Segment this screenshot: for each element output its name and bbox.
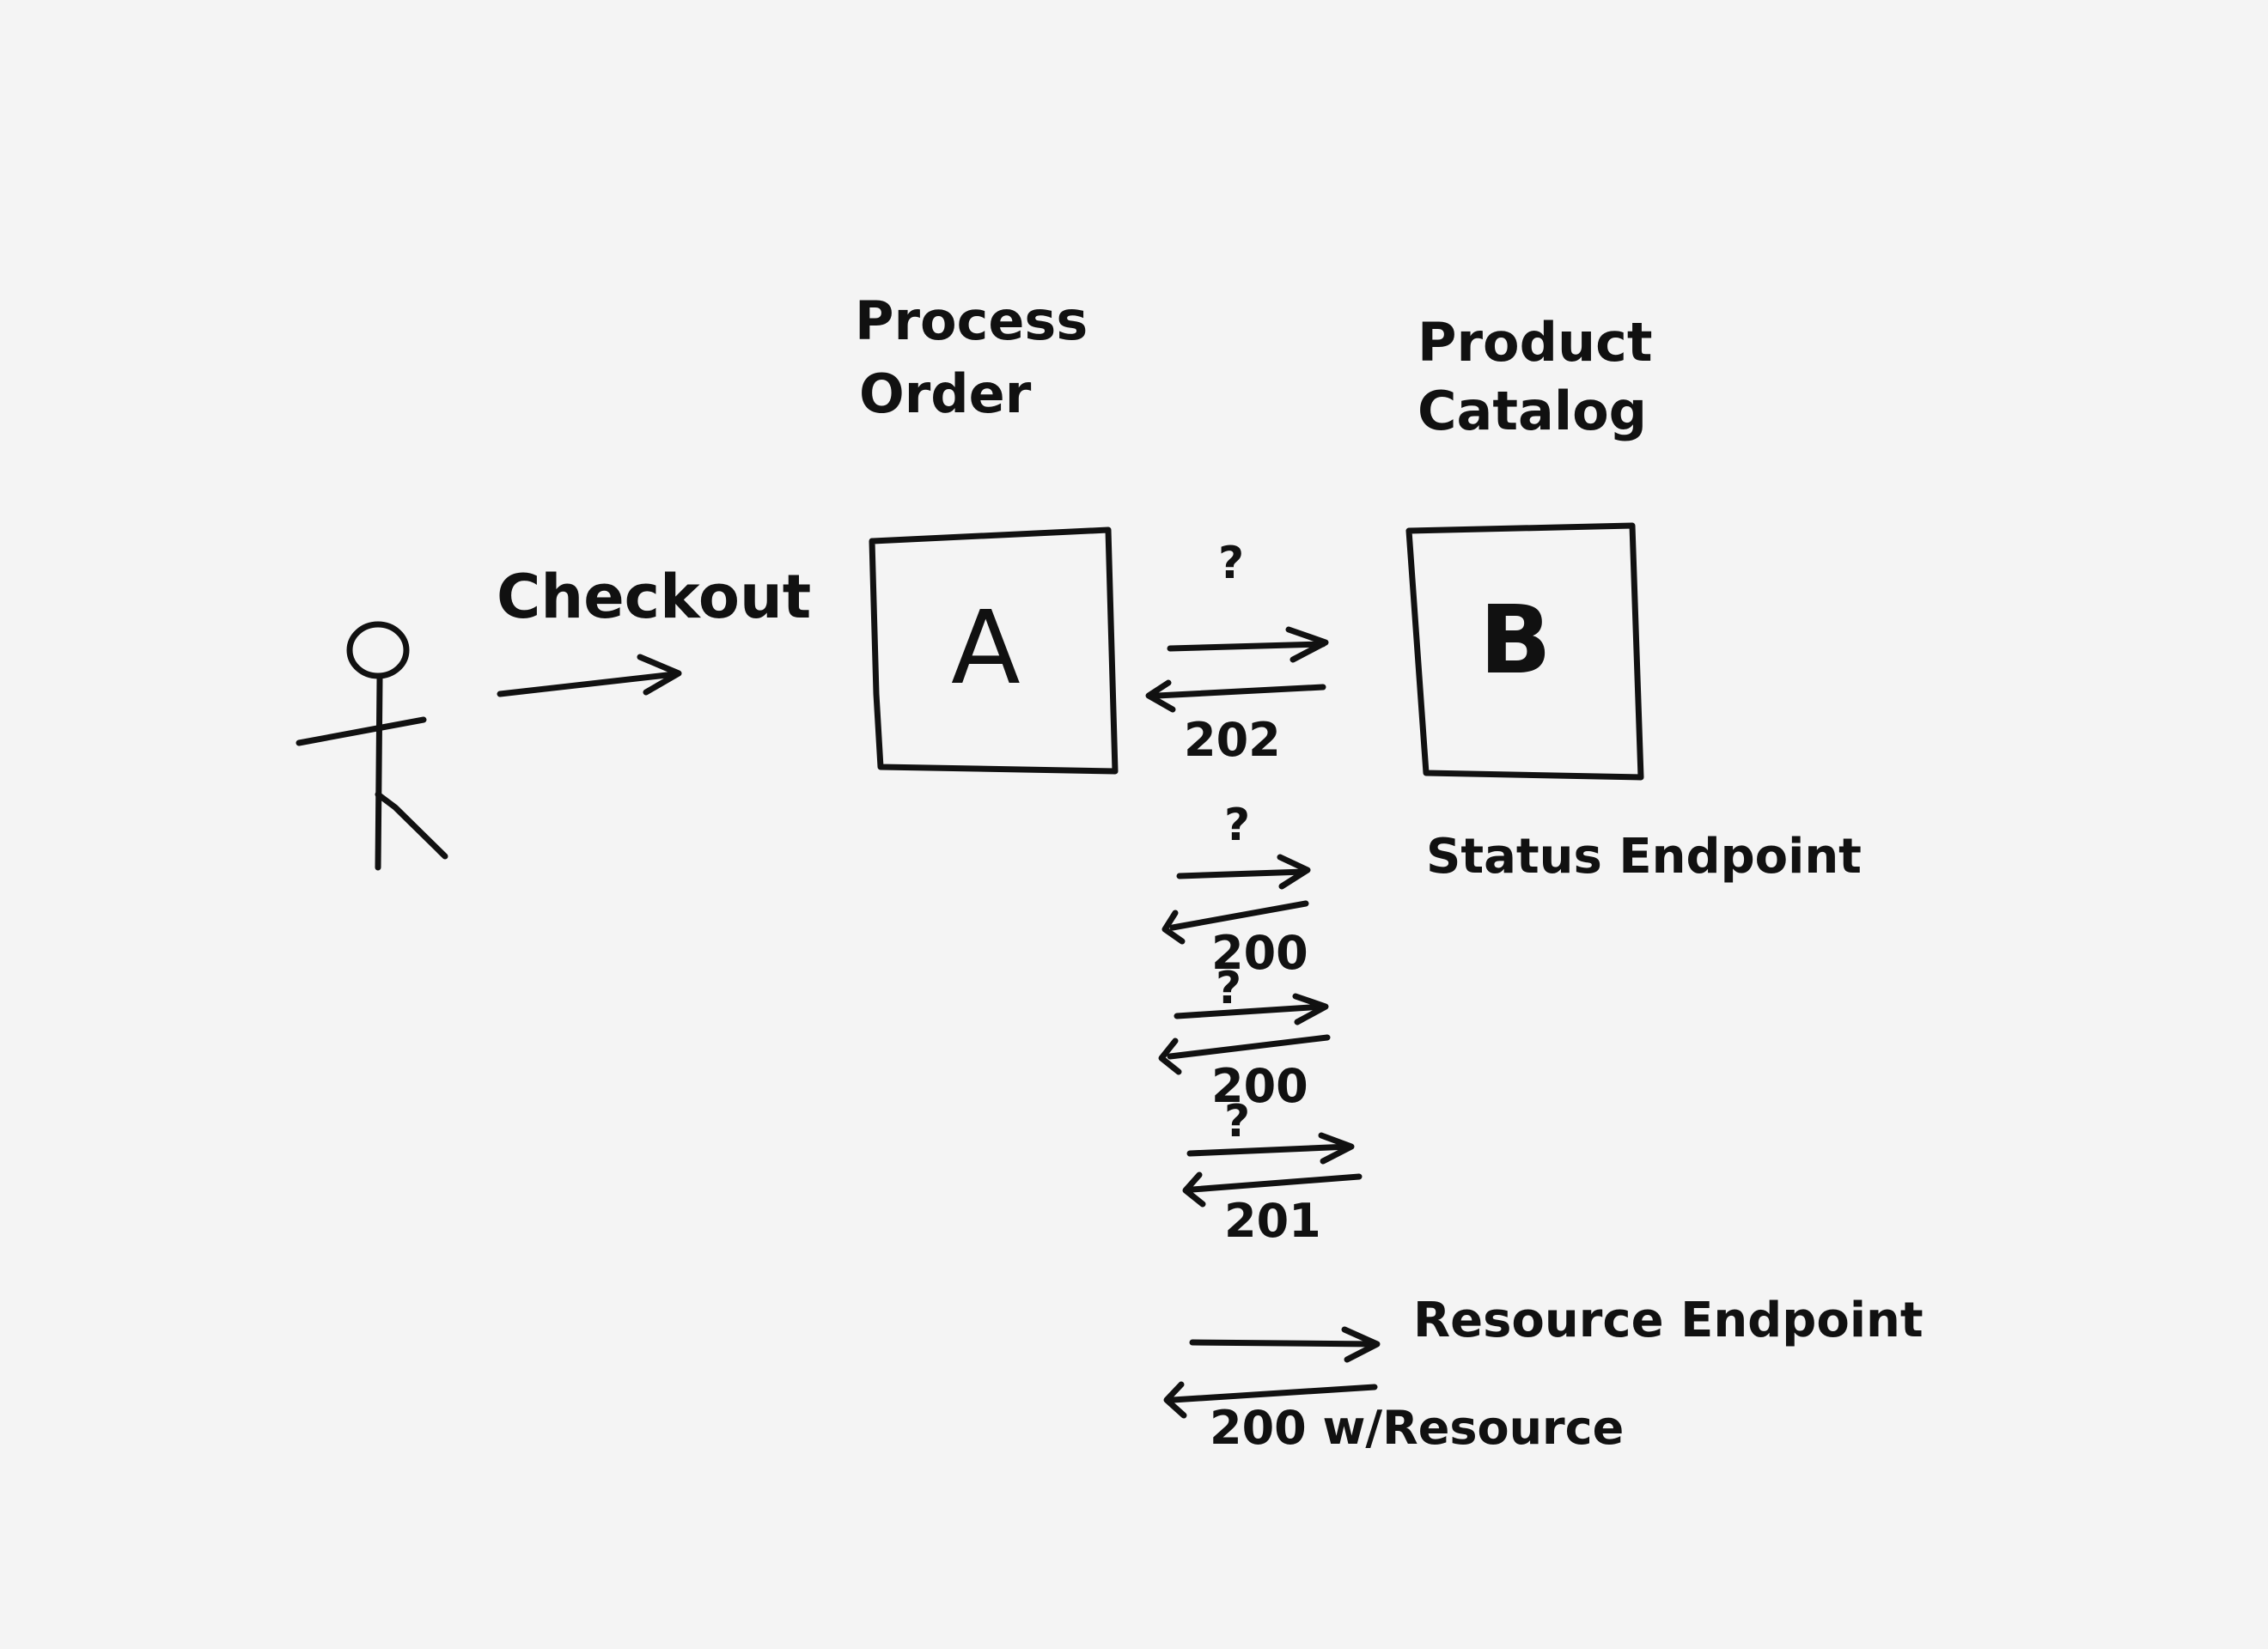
poll-3-request-arrow (1186, 1132, 1355, 1165)
service-b-title-line2: Catalog (1418, 380, 1648, 442)
poll-2-request-label: ? (1216, 963, 1242, 1014)
checkout-arrow (497, 654, 682, 697)
service-b-box (1405, 522, 1644, 781)
resource-request-arrow (1189, 1326, 1381, 1363)
service-a-title-line2: Order (859, 362, 1032, 425)
initial-response-label: 202 (1184, 713, 1281, 767)
resource-response-label: 200 w/Resource (1210, 1401, 1625, 1455)
resource-endpoint-label: Resource Endpoint (1413, 1293, 1924, 1348)
poll-3-response-arrow (1182, 1171, 1363, 1208)
checkout-label: Checkout (497, 562, 812, 632)
service-a-box (869, 526, 1119, 775)
poll-2-response-arrow (1158, 1034, 1331, 1075)
poll-2-request-arrow (1174, 993, 1329, 1025)
service-b-title-line1: Product (1418, 311, 1653, 374)
poll-3-response-label: 201 (1224, 1194, 1321, 1248)
service-b-letter: B (1479, 585, 1552, 695)
initial-request-label: ? (1218, 538, 1245, 589)
poll-1-response-arrow (1161, 900, 1309, 945)
resource-response-arrow (1163, 1381, 1378, 1419)
service-a-letter: A (951, 588, 1021, 707)
initial-response-arrow (1145, 679, 1326, 713)
stick-figure-icon (296, 621, 448, 871)
poll-2-response-label: 200 (1211, 1059, 1308, 1113)
poll-3-request-label: ? (1224, 1096, 1251, 1147)
poll-1-request-arrow (1176, 854, 1311, 890)
poll-1-response-label: 200 (1211, 926, 1308, 980)
status-endpoint-label: Status Endpoint (1426, 829, 1862, 885)
poll-1-request-label: ? (1224, 800, 1251, 851)
initial-request-arrow (1167, 626, 1329, 663)
service-a-title-line1: Process (855, 289, 1088, 352)
